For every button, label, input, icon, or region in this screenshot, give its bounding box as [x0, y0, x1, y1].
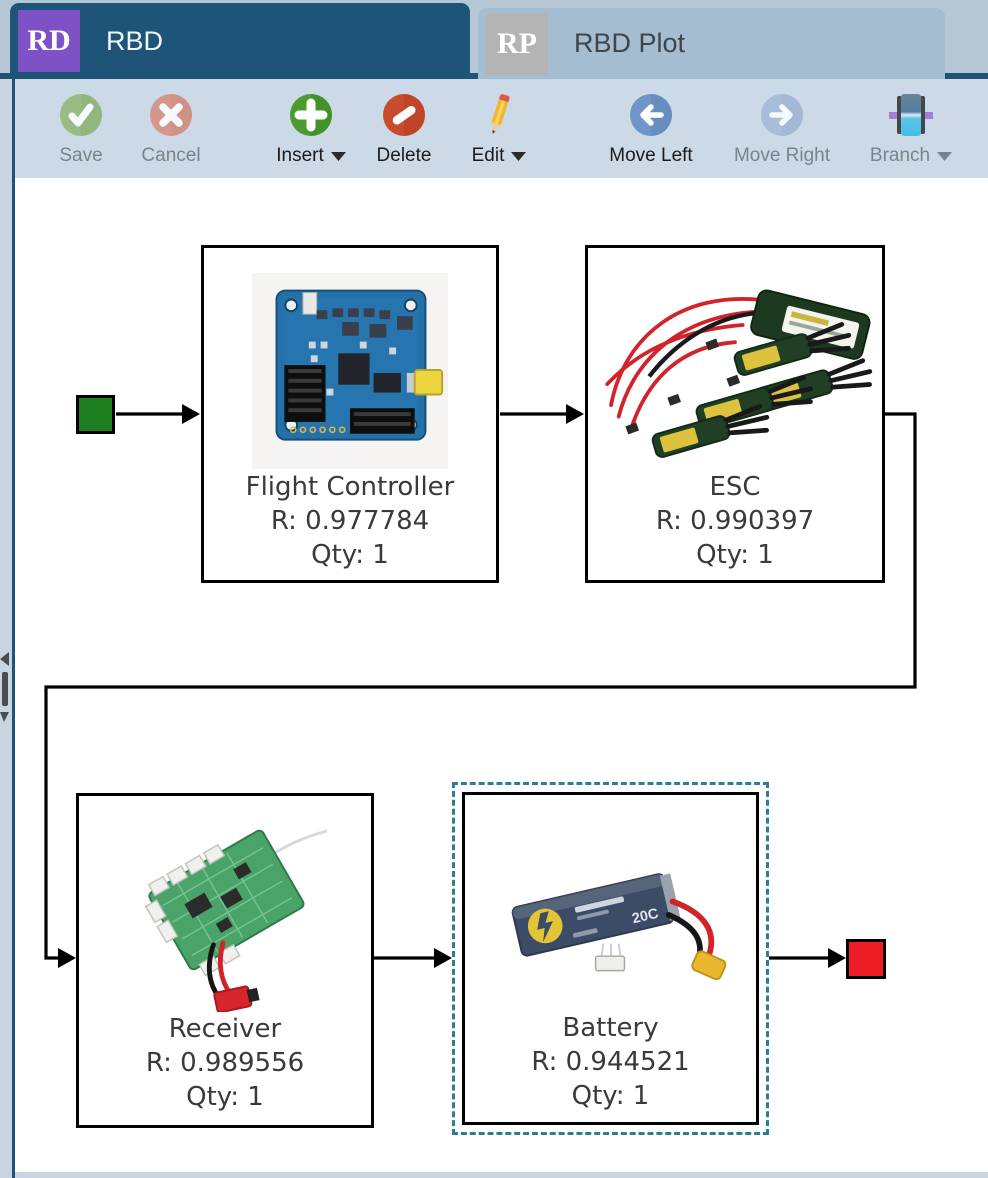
left-splitter-handle[interactable]	[0, 652, 10, 728]
tab-rbd-plot[interactable]: RP RBD Plot	[478, 8, 945, 79]
branch-label: Branch	[869, 145, 931, 166]
block-flight-controller[interactable]: Flight Controller R: 0.977784 Qty: 1	[201, 245, 499, 583]
block-name: Receiver	[168, 1014, 282, 1044]
save-label: Save	[59, 145, 103, 166]
x-circle-icon	[150, 94, 192, 136]
delete-button[interactable]: Delete	[363, 93, 445, 167]
block-reliability: R: 0.944521	[531, 1047, 690, 1077]
edit-button[interactable]: Edit	[463, 93, 535, 167]
tab-rbd[interactable]: RD RBD	[10, 3, 470, 79]
start-node[interactable]	[76, 395, 115, 434]
save-button[interactable]: Save	[49, 93, 113, 167]
cancel-button[interactable]: Cancel	[127, 93, 215, 167]
block-qty: Qty: 1	[311, 540, 389, 570]
block-reliability: R: 0.990397	[655, 506, 815, 536]
insert-label: Insert	[276, 145, 324, 166]
block-qty: Qty: 1	[186, 1082, 264, 1112]
delete-label: Delete	[376, 145, 432, 166]
end-node[interactable]	[846, 939, 886, 979]
plus-circle-icon	[290, 94, 332, 136]
block-reliability: R: 0.977784	[270, 506, 430, 536]
block-battery[interactable]: 20C Battery R: 0.944521 Qty: 1	[462, 792, 759, 1125]
move-right-label: Move Right	[733, 145, 831, 166]
receiver-photo	[109, 796, 341, 1012]
rbd-tab-icon: RD	[18, 10, 80, 72]
rbd-plot-tab-icon: RP	[486, 12, 548, 75]
arrow-left-circle-icon	[630, 94, 672, 136]
toolbar: Save Cancel Insert	[15, 79, 988, 178]
block-qty: Qty: 1	[696, 540, 774, 570]
arrow-right-circle-icon	[761, 94, 803, 136]
block-name: Flight Controller	[245, 472, 455, 502]
chevron-down-icon	[511, 152, 527, 161]
flight-controller-photo	[252, 248, 448, 470]
block-qty: Qty: 1	[571, 1081, 650, 1111]
block-name: Battery	[562, 1013, 659, 1043]
chevron-down-icon	[937, 152, 953, 161]
block-reliability: R: 0.989556	[145, 1048, 305, 1078]
splitter-grip-icon	[0, 652, 9, 722]
bottom-panel-edge	[15, 1172, 988, 1178]
insert-button[interactable]: Insert	[263, 93, 359, 167]
chevron-down-icon	[330, 152, 346, 161]
tab-bar: RD RBD RP RBD Plot	[0, 0, 988, 79]
edit-label: Edit	[471, 145, 505, 166]
move-left-button[interactable]: Move Left	[593, 93, 709, 167]
branch-block-icon	[889, 94, 933, 136]
cancel-label: Cancel	[141, 145, 201, 166]
check-circle-icon	[60, 94, 102, 136]
tab-rbd-plot-label: RBD Plot	[574, 28, 686, 58]
move-right-button[interactable]: Move Right	[721, 93, 843, 167]
block-esc[interactable]: ESC R: 0.990397 Qty: 1	[585, 245, 885, 583]
pencil-icon	[491, 94, 510, 135]
left-panel-edge	[0, 79, 15, 1178]
tab-rbd-label: RBD	[106, 25, 164, 56]
slash-circle-icon	[383, 94, 425, 136]
move-left-label: Move Left	[609, 145, 693, 166]
block-name: ESC	[709, 472, 761, 502]
block-receiver[interactable]: Receiver R: 0.989556 Qty: 1	[76, 793, 374, 1128]
branch-button[interactable]: Branch	[861, 93, 961, 167]
esc-photo	[592, 248, 878, 470]
svg-text:20C: 20C	[630, 906, 660, 928]
battery-photo: 20C	[487, 795, 734, 1011]
